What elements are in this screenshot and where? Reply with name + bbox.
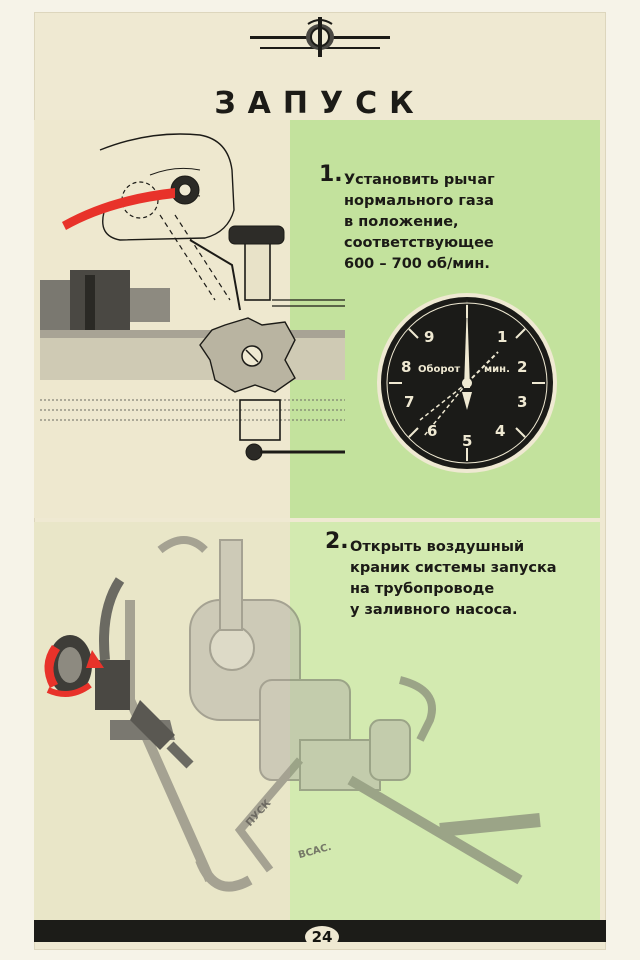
gauge-number-2: 2 — [517, 358, 528, 376]
step-2-line-1: Открыть воздушный — [350, 539, 525, 555]
gauge-number-9: 9 — [424, 328, 435, 346]
page-number: 24 — [305, 926, 339, 948]
gauge-number-6: 6 — [427, 422, 438, 440]
step-2: 2. Открыть воздушный краник системы запу… — [325, 531, 557, 621]
step-1-line-5: 600 – 700 об/мин. — [344, 256, 490, 272]
step-2-number: 2. — [325, 529, 349, 554]
throttle-mechanism — [40, 133, 345, 461]
red-arrow — [62, 188, 175, 230]
step-1-line-4: соответствующее — [344, 235, 494, 251]
step-1-line-3: в положение, — [344, 214, 459, 230]
step-2-line-4: у заливного насоса. — [350, 602, 518, 618]
step-2-line-2: краник системы запуска — [350, 560, 557, 576]
page-title: ЗАПУСК — [214, 86, 426, 121]
gauge-number-7: 7 — [404, 393, 415, 411]
gauge-label-right: мин. — [484, 364, 510, 375]
air-valve — [48, 577, 194, 769]
step-1-line-2: нормального газа — [344, 193, 494, 209]
gauge-number-8: 8 — [401, 358, 412, 376]
gauge-number-4: 4 — [495, 422, 506, 440]
gauge-number-5: 5 — [462, 432, 473, 450]
gauge-number-1: 1 — [497, 328, 508, 346]
step-2-line-3: на трубопроводе — [350, 581, 495, 597]
step-1: 1. Установить рычаг нормального газа в п… — [319, 164, 495, 275]
rotation-arrow — [44, 645, 104, 688]
airplane-icon — [250, 17, 390, 57]
rpm-gauge — [377, 293, 557, 473]
gauge-label-left: Оборот — [418, 364, 461, 375]
gauge-number-3: 3 — [517, 393, 528, 411]
step-1-number: 1. — [319, 162, 343, 187]
step-1-line-1: Установить рычаг — [344, 172, 495, 188]
